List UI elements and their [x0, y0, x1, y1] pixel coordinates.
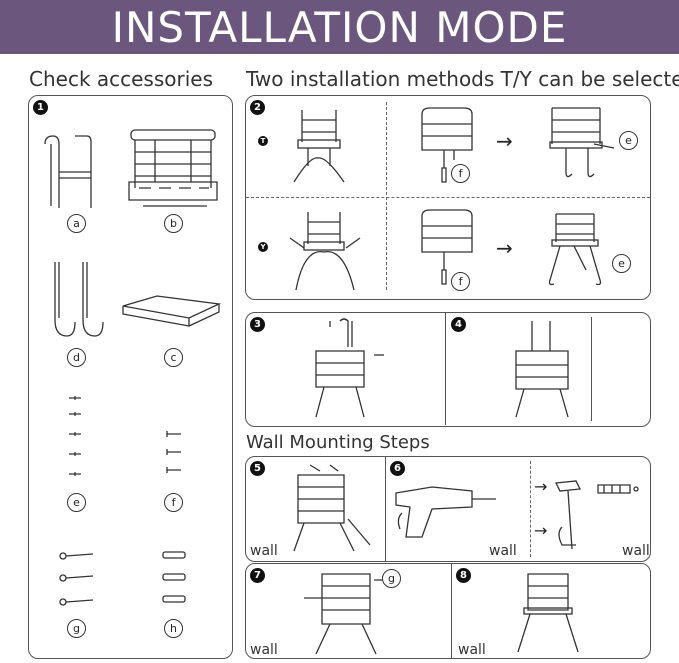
wall-label-step-5: wall — [250, 543, 278, 559]
hang-over-door-illustration — [315, 318, 384, 418]
wall-label-step-7: wall — [250, 642, 278, 658]
panel-hang-steps: 3 4 — [245, 312, 651, 427]
y-arrow: → — [496, 236, 513, 260]
method-column-divider — [386, 102, 387, 290]
accessory-h-label: h — [164, 619, 183, 638]
drill-wall-line — [530, 461, 531, 557]
y-mode-screw-illustration — [421, 209, 473, 285]
hang-divider — [445, 313, 446, 425]
title-banner: INSTALLATION MODE — [0, 0, 679, 54]
accessory-d-label: d — [67, 348, 86, 367]
t-mode-screw-illustration — [421, 107, 473, 183]
accessory-c-label: c — [164, 348, 183, 367]
accessory-g-label: g — [67, 619, 86, 638]
method-y-badge: Y — [258, 242, 268, 252]
banner-title: INSTALLATION MODE — [111, 2, 568, 52]
accessory-e-label: e — [67, 493, 86, 512]
panel-wall-drill: 5 wall 6 → → wall wall — [245, 456, 651, 562]
step-6-arrow-bottom: → — [534, 521, 548, 540]
t-mode-attach-illustration — [293, 110, 345, 183]
over-door-hook-illustration — [44, 135, 92, 208]
mark-wall-illustration — [293, 464, 371, 552]
wall-label-drill: wall — [489, 543, 517, 559]
drill-illustration — [395, 486, 496, 538]
step-1-badge: 1 — [33, 100, 48, 115]
shelf-basket-illustration — [128, 129, 218, 207]
door-edge — [591, 317, 592, 421]
step-3-badge: 3 — [250, 317, 265, 332]
panel-accessories: 1 a b d c e — [28, 95, 233, 659]
j-hooks-illustration — [54, 262, 104, 337]
step-6-arrow-top: → — [534, 477, 548, 496]
y-hook-label: e — [612, 254, 631, 273]
heading-check-accessories: Check accessories — [29, 67, 214, 91]
wall-divider-1 — [385, 457, 386, 561]
step-4-badge: 4 — [451, 317, 466, 332]
y-mode-attach-illustration — [289, 212, 361, 291]
panel-wall-final: 7 g wall 8 wall — [245, 563, 651, 659]
step-2-badge: 2 — [250, 100, 265, 115]
heading-wall-mounting: Wall Mounting Steps — [246, 432, 430, 453]
step-5-badge: 5 — [250, 461, 265, 476]
step-8-badge: 8 — [456, 568, 471, 583]
long-screws-illustration — [59, 552, 94, 606]
step-6-badge: 6 — [390, 461, 405, 476]
hammer-illustration — [554, 480, 582, 550]
screw-into-wall-illustration — [304, 573, 390, 655]
panel-methods: 2 T f → e Y f → e — [245, 95, 651, 300]
small-screws-illustration — [69, 396, 81, 476]
shelf-board-illustration — [122, 295, 222, 327]
accessory-b-label: b — [164, 214, 183, 233]
bolts-illustration — [166, 431, 181, 473]
wall-divider-2 — [451, 564, 452, 658]
t-arrow: → — [496, 129, 513, 153]
step-7-badge: 7 — [250, 568, 265, 583]
wall-label-step-8: wall — [458, 642, 486, 658]
y-screw-label: f — [451, 272, 470, 291]
heading-installation-methods: Two installation methods T/Y can be sele… — [246, 67, 679, 91]
wall-anchors-illustration — [162, 551, 186, 603]
t-screw-label: f — [451, 164, 470, 183]
t-hook-label: e — [619, 131, 638, 150]
accessory-a-label: a — [67, 214, 86, 233]
method-t-badge: T — [258, 136, 268, 146]
step-7-screw-label: g — [382, 569, 401, 588]
hanging-on-door-illustration — [515, 321, 569, 418]
method-divider — [246, 197, 650, 198]
mounted-shelf-illustration — [517, 573, 579, 653]
y-mode-result-illustration — [548, 213, 602, 286]
accessory-f-label: f — [164, 493, 183, 512]
t-mode-result-illustration — [549, 107, 615, 178]
wall-label-step-6: wall — [622, 543, 650, 559]
wall-anchor-illustration — [597, 484, 639, 494]
